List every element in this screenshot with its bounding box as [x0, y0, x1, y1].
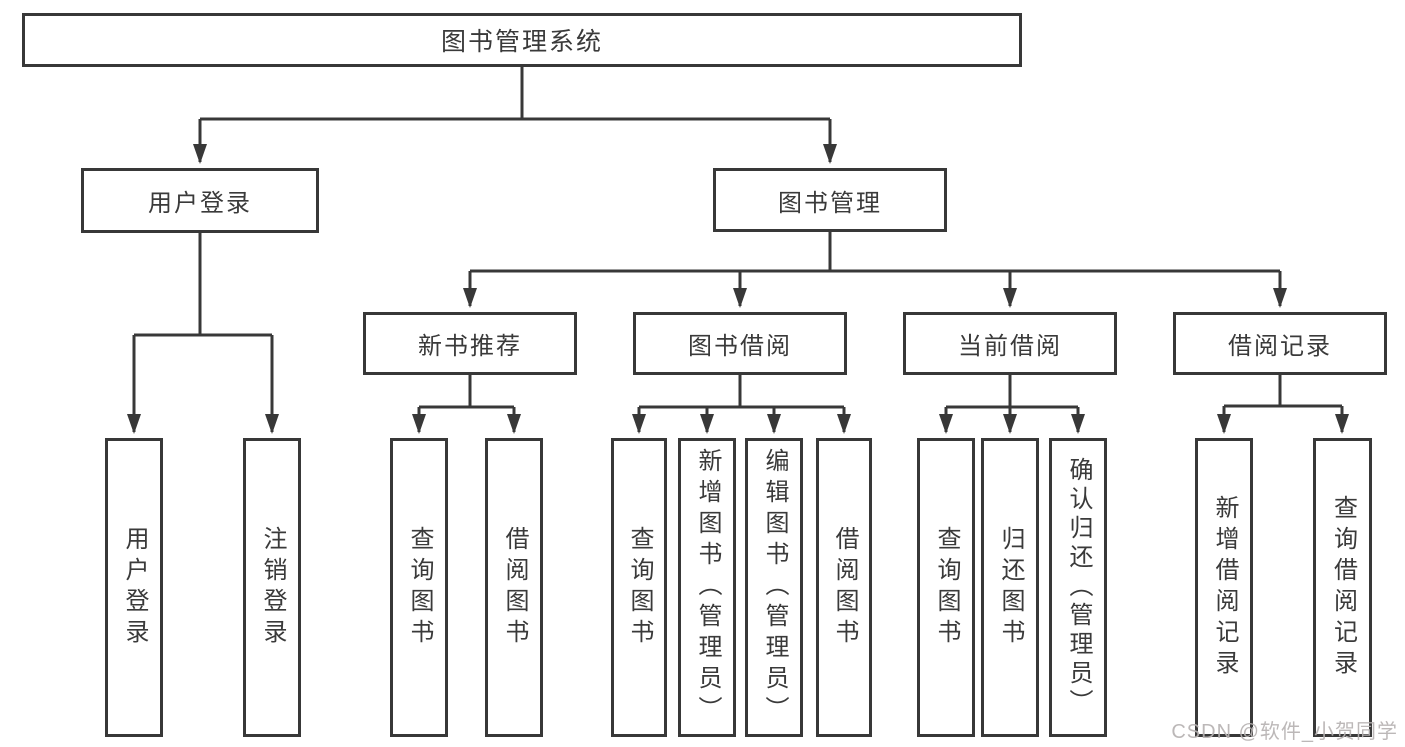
node-book-borrow-label: 图书借阅	[688, 333, 792, 360]
leaf-edit-books-admin-label: 编辑图书（管理员）	[761, 448, 788, 727]
leaf-return-books-label: 归还图书	[997, 525, 1024, 650]
leaf-add-books-admin-label: 新增图书（管理员）	[694, 448, 721, 727]
leaf-borrow-books-1-label: 借阅图书	[501, 525, 528, 650]
leaf-query-books-1: 查询图书	[390, 438, 448, 737]
leaf-user-login: 用户登录	[105, 438, 163, 737]
leaf-user-login-label: 用户登录	[121, 525, 148, 650]
leaf-query-books-2: 查询图书	[611, 438, 667, 737]
leaf-borrow-books-2: 借阅图书	[816, 438, 872, 737]
connector-borrow-record-leaves	[1224, 375, 1342, 408]
connector-user-login-leaves	[134, 233, 272, 337]
leaf-query-books-1-label: 查询图书	[406, 525, 433, 650]
leaf-logout-label: 注销登录	[259, 525, 286, 650]
leaf-add-books-admin: 新增图书（管理员）	[678, 438, 736, 737]
node-book-borrow: 图书借阅	[633, 312, 847, 375]
leaf-query-borrow-record: 查询借阅记录	[1313, 438, 1372, 737]
node-current-borrow: 当前借阅	[903, 312, 1117, 375]
node-user-login: 用户登录	[81, 168, 319, 233]
leaf-query-borrow-record-label: 查询借阅记录	[1329, 494, 1357, 681]
node-library-system: 图书管理系统	[22, 13, 1022, 67]
leaf-query-books-3-label: 查询图书	[933, 525, 960, 650]
leaf-borrow-books-1: 借阅图书	[485, 438, 543, 737]
leaf-confirm-return-admin: 确认归还（管理员）	[1049, 438, 1107, 737]
connector-new-book-leaves	[419, 375, 514, 409]
leaf-logout: 注销登录	[243, 438, 301, 737]
leaf-edit-books-admin: 编辑图书（管理员）	[745, 438, 803, 737]
connector-root-level2	[200, 66, 830, 121]
leaf-add-borrow-record: 新增借阅记录	[1195, 438, 1253, 737]
node-book-management-label: 图书管理	[778, 189, 882, 217]
connector-book-borrow-leaves	[639, 375, 844, 409]
node-user-login-label: 用户登录	[148, 190, 252, 217]
connector-book-management-level3	[470, 232, 1280, 273]
node-new-book-recommend-label: 新书推荐	[418, 333, 522, 360]
leaf-borrow-books-2-label: 借阅图书	[831, 525, 858, 650]
csdn-watermark: CSDN @软件_小贺同学	[1171, 721, 1398, 743]
leaf-query-books-3: 查询图书	[917, 438, 975, 737]
connector-current-borrow-leaves	[946, 375, 1078, 409]
leaf-query-books-2-label: 查询图书	[626, 525, 653, 650]
leaf-return-books: 归还图书	[981, 438, 1039, 737]
node-borrow-record: 借阅记录	[1173, 312, 1387, 375]
leaf-confirm-return-admin-label: 确认归还（管理员）	[1065, 457, 1092, 718]
node-new-book-recommend: 新书推荐	[363, 312, 577, 375]
leaf-add-borrow-record-label: 新增借阅记录	[1211, 494, 1238, 681]
node-current-borrow-label: 当前借阅	[958, 333, 1062, 360]
node-borrow-record-label: 借阅记录	[1228, 333, 1332, 360]
node-book-management: 图书管理	[713, 168, 947, 232]
node-library-system-label: 图书管理系统	[440, 28, 603, 56]
